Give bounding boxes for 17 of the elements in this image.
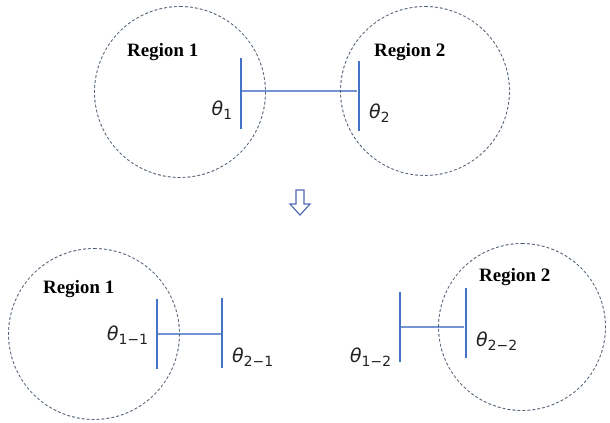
angle-label: θ$_{1−1}$: [106, 325, 148, 347]
region-label: Region 2: [374, 41, 446, 60]
region-circle: [8, 248, 180, 420]
region-circle: [94, 6, 266, 178]
angle-label: θ$_{1−2}$: [350, 347, 391, 369]
connector-line: [157, 333, 221, 335]
connector-line: [401, 326, 464, 328]
angle-label: θ$_{2−2}$: [476, 331, 518, 353]
region-circle: [438, 243, 606, 411]
angle-label: θ$_{1}$: [211, 100, 232, 122]
connector-line: [241, 90, 357, 92]
angle-label: θ$_{2}$: [369, 103, 390, 125]
region-label: Region 2: [479, 266, 550, 285]
angle-label: θ$_{2−1}$: [232, 347, 274, 369]
region-circle: [340, 6, 510, 176]
region-label: Region 1: [43, 278, 114, 297]
region-label: Region 1: [127, 41, 198, 60]
